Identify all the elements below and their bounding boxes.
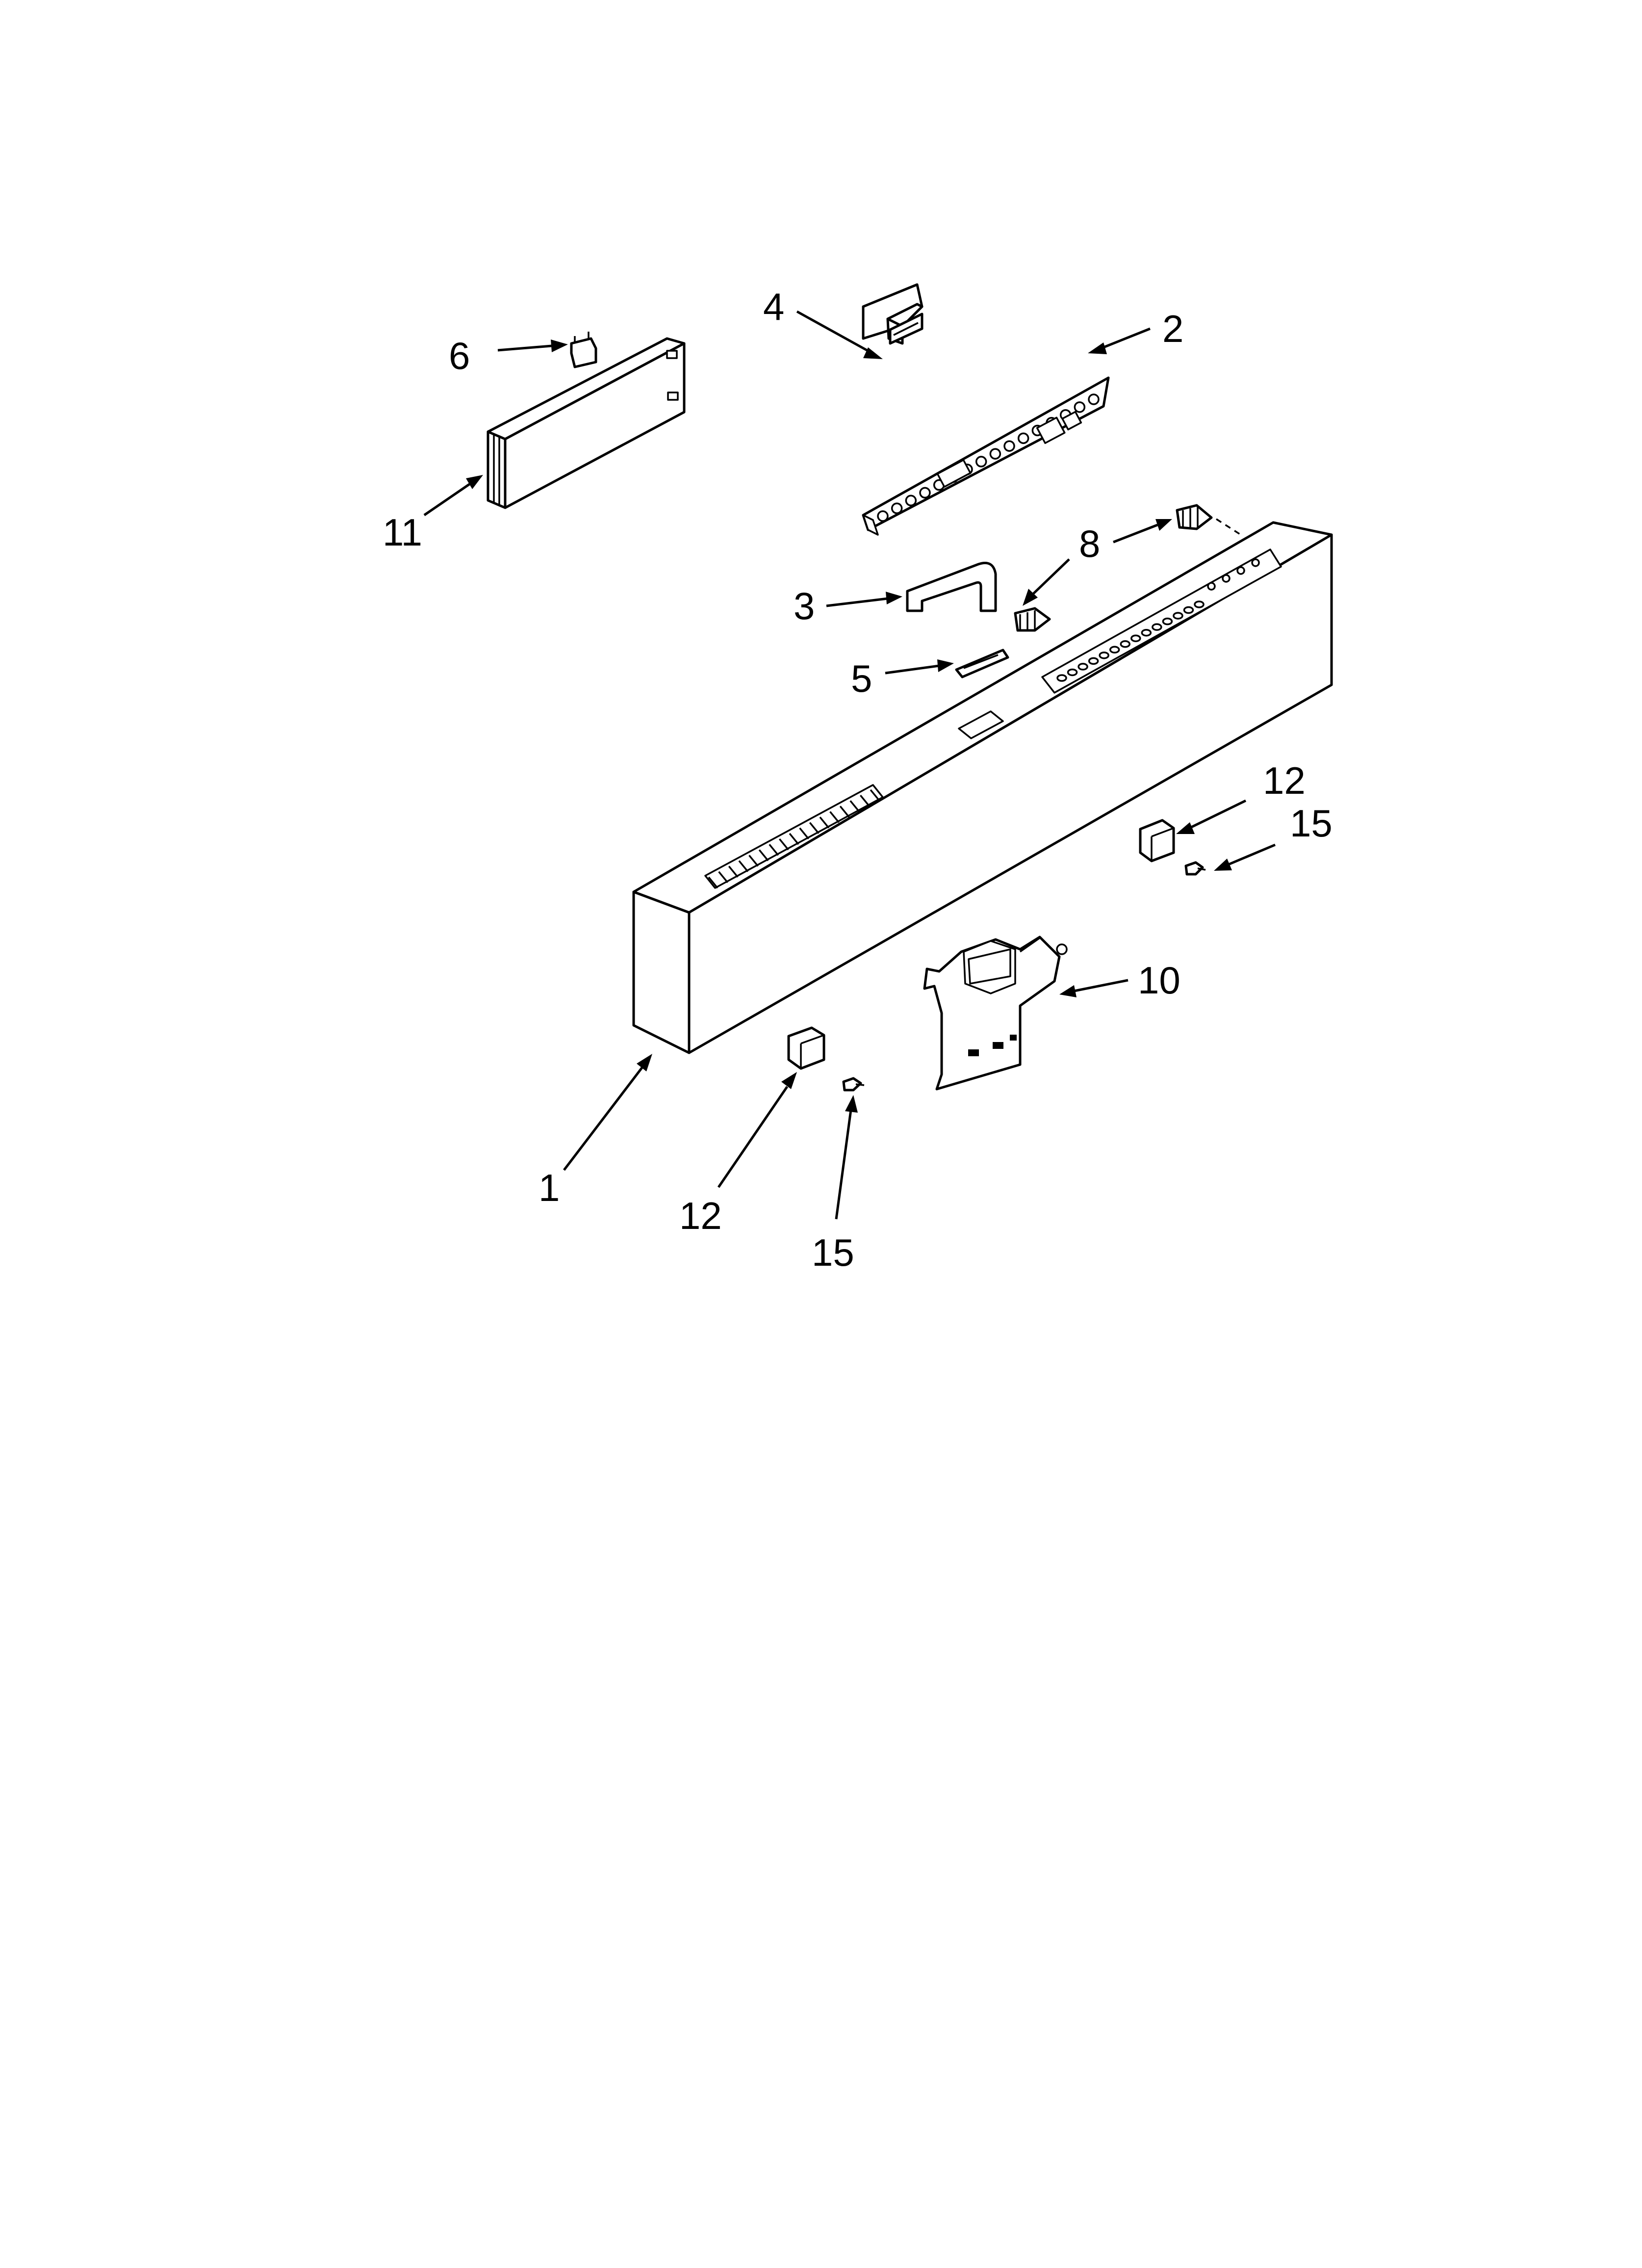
callout-label-1: 1 xyxy=(539,1166,560,1209)
callout-15-upper: 15 xyxy=(1214,802,1333,871)
callout-8: 8 xyxy=(1023,519,1172,606)
board-switch xyxy=(891,502,903,514)
ribbon-cable-part xyxy=(906,562,997,612)
cover-part xyxy=(862,283,924,345)
callout-label-6: 6 xyxy=(449,334,470,377)
callout-3: 3 xyxy=(794,584,902,627)
indicator-light xyxy=(1207,582,1216,591)
keypad-button xyxy=(1078,663,1088,671)
callout-15-lower: 15 xyxy=(812,1095,858,1274)
vent-slot xyxy=(829,811,840,823)
small-screw-part-b xyxy=(1184,861,1206,876)
vent-slot xyxy=(728,865,739,878)
screw-part-8a xyxy=(1014,607,1051,632)
screw-part-8b xyxy=(1176,504,1213,530)
small-screw-part-a xyxy=(842,1077,865,1092)
callout-4: 4 xyxy=(763,285,883,359)
hinge-block-part-b xyxy=(1139,819,1175,862)
keypad-button xyxy=(1088,657,1099,665)
vent-slot xyxy=(738,860,749,872)
callout-label-4: 4 xyxy=(763,285,784,328)
callout-label-3: 3 xyxy=(794,584,815,627)
indicator-light xyxy=(1236,566,1245,575)
bracket-latch-part xyxy=(923,936,1068,1091)
badge-part xyxy=(955,649,1009,678)
callout-label-11: 11 xyxy=(383,511,422,554)
callout-label-12-lower: 12 xyxy=(679,1194,722,1237)
callout-6: 6 xyxy=(449,334,568,377)
board-switch xyxy=(975,456,987,468)
vent-slot xyxy=(809,822,820,834)
board-switch xyxy=(877,510,889,522)
hinge-block-part-a xyxy=(787,1026,825,1070)
keypad-button xyxy=(1152,623,1162,631)
vent-slot xyxy=(758,849,769,861)
vent-slot xyxy=(849,800,860,812)
callout-11: 11 xyxy=(383,475,483,554)
board-switch xyxy=(1003,440,1015,452)
vent-slot xyxy=(748,855,759,867)
callout-1: 1 xyxy=(539,1054,652,1209)
vent-slot xyxy=(799,827,809,839)
vent-slot xyxy=(819,816,830,829)
keypad-button xyxy=(1162,617,1173,626)
callout-label-15-lower: 15 xyxy=(812,1231,854,1274)
vent-slot xyxy=(718,871,728,883)
callout-label-10: 10 xyxy=(1138,959,1180,1002)
vent-slot xyxy=(789,833,799,845)
keypad-button xyxy=(1109,646,1120,654)
keypad-button xyxy=(1141,628,1152,637)
keypad-button xyxy=(1173,612,1183,620)
vent-slot xyxy=(779,838,789,851)
keypad-button xyxy=(1067,668,1078,677)
vent-slot xyxy=(870,789,880,802)
callout-label-2: 2 xyxy=(1162,307,1183,350)
callout-label-12-upper: 12 xyxy=(1263,759,1306,802)
callout-12-lower: 12 xyxy=(679,1072,797,1237)
vent-grille xyxy=(704,784,884,889)
keypad-button xyxy=(1130,634,1141,642)
board-switch xyxy=(989,448,1001,460)
callout-10: 10 xyxy=(1059,959,1180,1002)
keypad-button xyxy=(1194,600,1205,608)
console-panel-part xyxy=(632,521,1333,1054)
callout-label-15-upper: 15 xyxy=(1290,802,1333,845)
callout-label-5: 5 xyxy=(851,657,872,700)
board-switch xyxy=(1017,432,1029,444)
vent-slot xyxy=(769,844,779,856)
keypad-button xyxy=(1183,606,1194,614)
callout-layer: 1 2 3 4 5 6 xyxy=(383,285,1333,1274)
vent-slot xyxy=(839,806,850,818)
vent-slot xyxy=(708,876,718,889)
callout-12-upper: 12 xyxy=(1176,759,1306,834)
board-switch xyxy=(905,495,917,507)
vent-slot xyxy=(860,795,870,807)
handle-slot xyxy=(958,710,1004,739)
board-switch xyxy=(919,487,931,499)
indicator-light xyxy=(1251,558,1260,567)
indicator-light xyxy=(1222,574,1231,583)
control-board-part xyxy=(862,376,1110,536)
callout-label-8: 8 xyxy=(1079,522,1100,565)
clip-part xyxy=(570,332,597,368)
keypad-button xyxy=(1120,640,1130,648)
board-switch xyxy=(1088,393,1100,405)
module-box-part xyxy=(487,337,686,509)
board-switch xyxy=(1074,401,1086,413)
keypad-button xyxy=(1056,674,1067,682)
callout-5: 5 xyxy=(851,657,954,700)
callout-2: 2 xyxy=(1088,307,1183,354)
keypad-button xyxy=(1099,652,1109,659)
